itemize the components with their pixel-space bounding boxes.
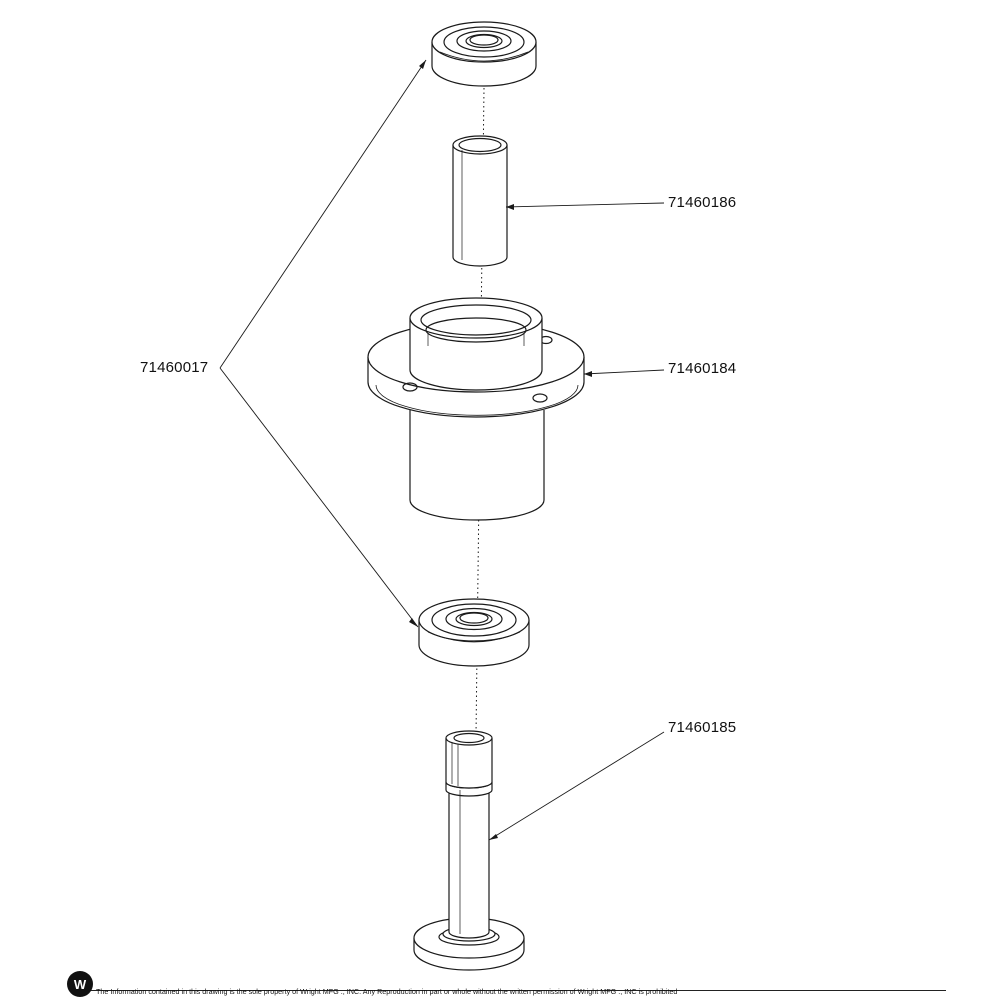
wright-logo-icon: W <box>67 971 93 997</box>
leader-arrowheads <box>409 60 592 840</box>
leader-lines <box>219 59 665 841</box>
leader-71460184 <box>583 369 665 375</box>
drawing-footer: W The Information contained in this draw… <box>66 968 946 998</box>
spindle-housing <box>367 297 585 521</box>
leader-71460017-top <box>219 59 427 369</box>
part-label-housing: 71460184 <box>668 360 737 377</box>
spindle-shaft <box>413 730 525 971</box>
spacer-tube <box>452 135 508 267</box>
svg-text:W: W <box>74 977 87 992</box>
footer-disclaimer: The Information contained in this drawin… <box>96 987 678 996</box>
leader-71460017-bottom <box>219 367 419 628</box>
bottom-bearing <box>418 598 530 667</box>
part-label-bearing: 71460017 <box>140 359 209 376</box>
leader-71460186 <box>505 202 665 208</box>
part-label-shaft: 71460185 <box>668 719 737 736</box>
top-bearing <box>431 21 537 87</box>
part-label-spacer: 71460186 <box>668 194 737 211</box>
leader-71460185 <box>488 731 665 841</box>
footer-rule <box>91 990 946 991</box>
